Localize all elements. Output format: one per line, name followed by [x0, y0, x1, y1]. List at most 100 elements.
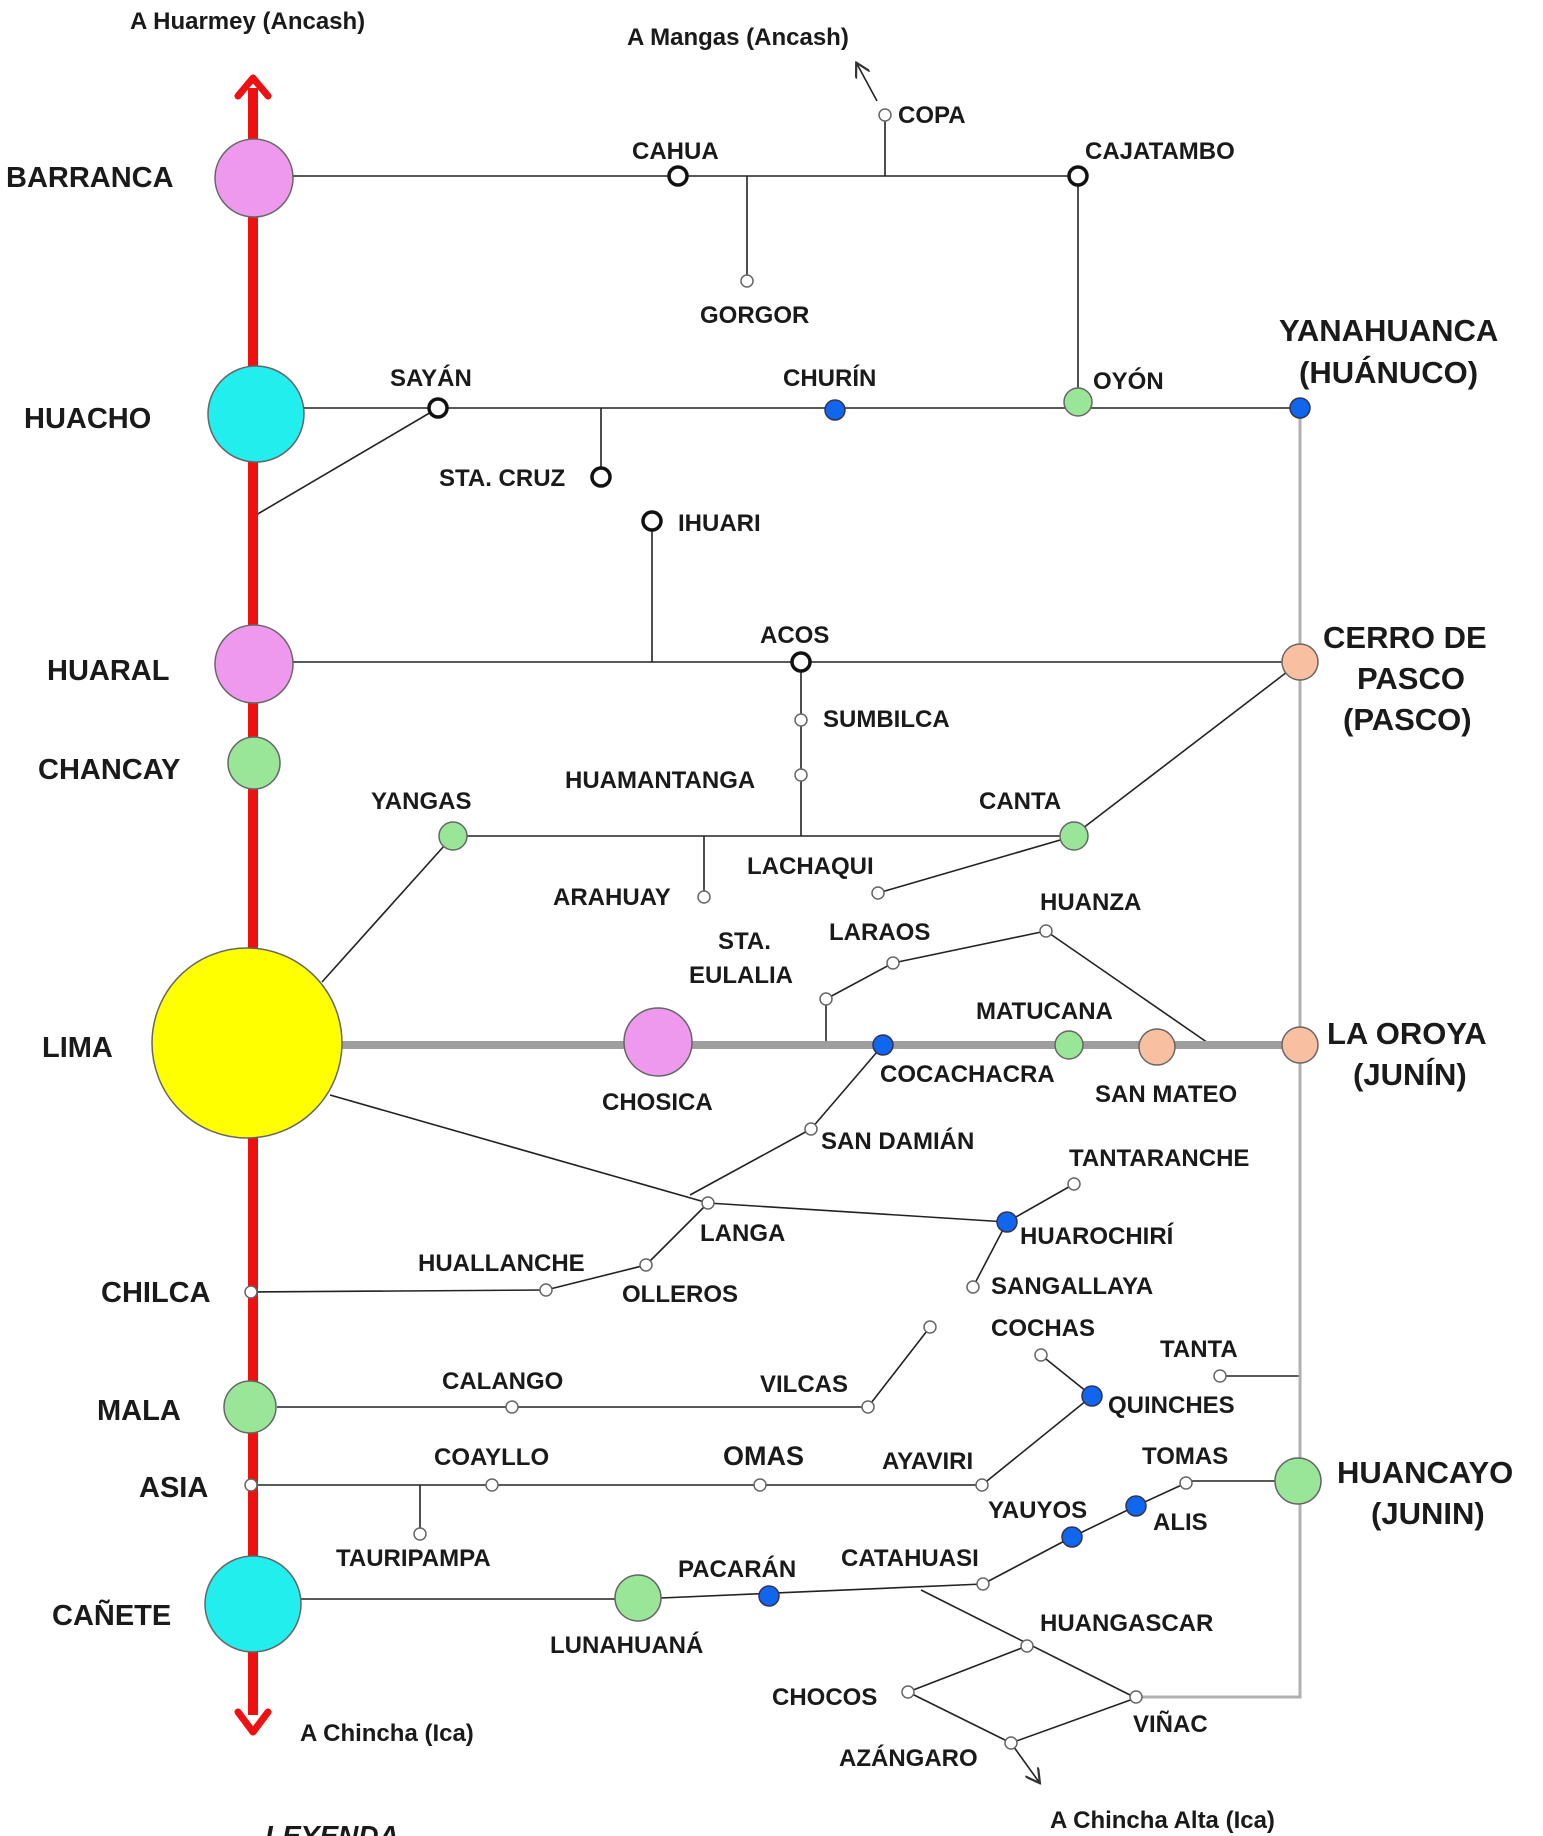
node-lima[interactable] — [151, 947, 343, 1139]
label-oroya-2: (JUNÍN) — [1353, 1057, 1467, 1092]
node-yangas[interactable] — [438, 821, 468, 851]
node-huaral[interactable] — [214, 624, 294, 704]
node-san-damian[interactable] — [804, 1122, 818, 1136]
node-omas[interactable] — [753, 1478, 767, 1492]
label-cajatambo: CAJATAMBO — [1085, 138, 1235, 165]
node-cerro-de-pasco[interactable] — [1281, 643, 1319, 681]
node-canta[interactable] — [1059, 821, 1089, 851]
road-olleros-huallanche — [545, 1264, 647, 1291]
node-huarochiri[interactable] — [996, 1211, 1018, 1233]
node-huancayo[interactable] — [1274, 1457, 1322, 1505]
label-yanahuanca-1: YANAHUANCA — [1279, 313, 1498, 348]
label-vinac: VIÑAC — [1133, 1710, 1208, 1738]
node-asia[interactable] — [244, 1478, 258, 1492]
node-yanahuanca[interactable] — [1289, 397, 1311, 419]
label-coayllo: COAYLLO — [434, 1444, 549, 1471]
gray-roads — [1136, 408, 1302, 1699]
road-langa-olleros — [645, 1202, 709, 1266]
label-huarochiri: HUAROCHIRÍ — [1020, 1222, 1175, 1250]
node-acos[interactable] — [790, 651, 812, 673]
road-cocachacra-sandamian — [810, 1044, 884, 1130]
node-tomas[interactable] — [1179, 1476, 1193, 1490]
road-lines — [250, 64, 1301, 1782]
node-coayllo[interactable] — [485, 1478, 499, 1492]
label-vilcas: VILCAS — [760, 1371, 848, 1398]
node-chocos[interactable] — [901, 1685, 915, 1699]
node-arahuay[interactable] — [697, 890, 711, 904]
node-cahua[interactable] — [667, 165, 689, 187]
road-lunahuana-catahuasi — [637, 1583, 984, 1600]
node-tantaranche[interactable] — [1067, 1177, 1081, 1191]
node-ihuari[interactable] — [641, 510, 663, 532]
node-vilcas[interactable] — [861, 1400, 875, 1414]
node-vinac[interactable] — [1129, 1690, 1143, 1704]
node-azangaro[interactable] — [1004, 1736, 1018, 1750]
node-barranca[interactable] — [214, 138, 294, 218]
node-langa[interactable] — [701, 1196, 715, 1210]
label-azangaro: AZÁNGARO — [839, 1744, 978, 1772]
node-cocachacra[interactable] — [872, 1034, 894, 1056]
node-huamantanga[interactable] — [794, 768, 808, 782]
node-copa[interactable] — [878, 108, 892, 122]
node-vilcas-upper[interactable] — [923, 1320, 937, 1334]
node-cajatambo[interactable] — [1067, 165, 1089, 187]
node-gorgor[interactable] — [740, 274, 754, 288]
road-huanza-central — [1045, 930, 1212, 1046]
label-chancay: CHANCAY — [38, 754, 180, 786]
node-la-oroya[interactable] — [1281, 1026, 1319, 1064]
node-sta-eulalia[interactable] — [819, 992, 833, 1006]
node-matucana[interactable] — [1054, 1030, 1084, 1060]
road-lima-yangas — [321, 835, 454, 983]
node-churin[interactable] — [824, 399, 846, 421]
node-sumbilca[interactable] — [794, 713, 808, 727]
node-lachaqui[interactable] — [871, 886, 885, 900]
label-calango: CALANGO — [442, 1368, 563, 1395]
node-pacaran[interactable] — [758, 1585, 780, 1607]
node-huangascar[interactable] — [1020, 1639, 1034, 1653]
label-tauripampa: TAURIPAMPA — [336, 1545, 491, 1572]
node-tanta[interactable] — [1213, 1369, 1227, 1383]
label-sayan: SAYÁN — [390, 364, 472, 392]
node-lunahuana[interactable] — [614, 1574, 662, 1622]
label-catahuasi: CATAHUASI — [841, 1545, 979, 1572]
node-ayaviri[interactable] — [975, 1478, 989, 1492]
label-sumbilca: SUMBILCA — [823, 706, 950, 733]
label-omas: OMAS — [723, 1441, 804, 1471]
node-calango[interactable] — [505, 1400, 519, 1414]
node-chosica[interactable] — [623, 1007, 693, 1077]
node-san-mateo[interactable] — [1138, 1028, 1176, 1066]
node-tauripampa[interactable] — [413, 1527, 427, 1541]
node-cochas[interactable] — [1034, 1348, 1048, 1362]
node-mala[interactable] — [223, 1380, 277, 1434]
road-copa-mangas — [857, 64, 878, 102]
node-oyon[interactable] — [1063, 387, 1093, 417]
node-canete[interactable] — [204, 1555, 302, 1653]
node-sta-cruz[interactable] — [590, 466, 612, 488]
node-olleros[interactable] — [639, 1258, 653, 1272]
road-laraos-huanza — [892, 930, 1047, 964]
node-laraos[interactable] — [886, 956, 900, 970]
road-chocos-azangaro — [907, 1691, 1012, 1744]
node-sayan[interactable] — [427, 397, 449, 419]
label-tanta: TANTA — [1160, 1336, 1238, 1363]
label-lima: LIMA — [42, 1032, 113, 1064]
node-sangallaya[interactable] — [966, 1280, 980, 1294]
labels: A Huarmey (Ancash) A Mangas (Ancash) A C… — [6, 8, 1513, 1836]
road-lima-huarochiri — [329, 1094, 709, 1204]
node-alis[interactable] — [1125, 1495, 1147, 1517]
node-chilca[interactable] — [244, 1285, 258, 1299]
label-olleros: OLLEROS — [622, 1281, 738, 1308]
label-sangallaya: SANGALLAYA — [991, 1273, 1153, 1300]
label-sta-cruz: STA. CRUZ — [439, 465, 565, 492]
node-huallanche[interactable] — [539, 1283, 553, 1297]
node-huanza[interactable] — [1039, 924, 1053, 938]
road-eulalia-laraos — [825, 962, 894, 1000]
node-chancay[interactable] — [227, 736, 281, 790]
label-san-mateo: SAN MATEO — [1095, 1081, 1237, 1108]
node-yauyos[interactable] — [1061, 1526, 1083, 1548]
label-canta: CANTA — [979, 788, 1061, 815]
node-catahuasi[interactable] — [976, 1577, 990, 1591]
label-sta-eulalia-1: STA. — [718, 928, 771, 955]
node-huacho[interactable] — [207, 365, 305, 463]
node-quinches[interactable] — [1081, 1385, 1103, 1407]
